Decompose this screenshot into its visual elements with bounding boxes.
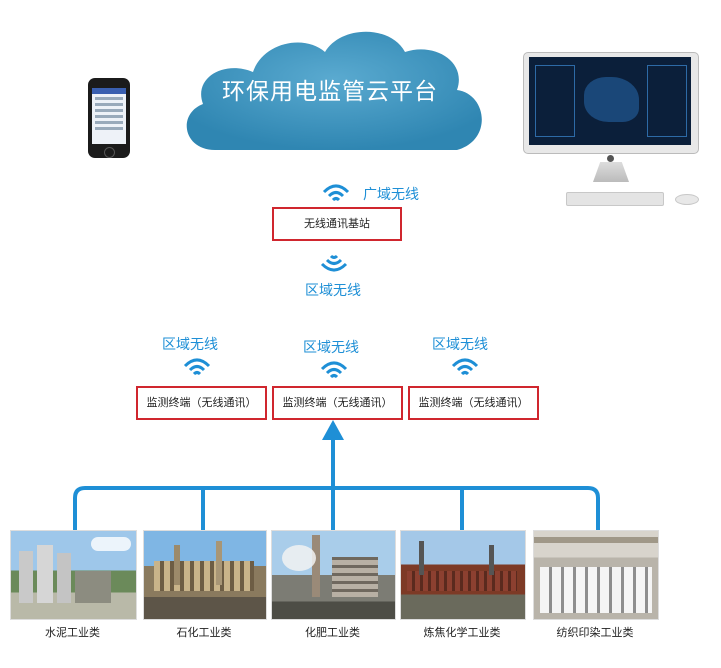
wifi-icon — [320, 361, 348, 379]
mouse-icon — [675, 194, 699, 205]
industry-caption: 炼焦化学工业类 — [423, 626, 501, 639]
desktop-monitor-icon — [523, 52, 699, 182]
smartphone-icon — [88, 78, 130, 158]
cloud-platform-title: 环保用电监管云平台 — [222, 79, 438, 105]
cloud-shape — [186, 31, 482, 151]
terminal-wireless-label: 区域无线 — [432, 337, 488, 353]
textile-mill-photo — [533, 530, 659, 620]
petrochemical-plant-photo — [143, 530, 267, 620]
fertilizer-plant-photo — [271, 530, 396, 620]
industry-caption: 石化工业类 — [176, 626, 232, 639]
cement-plant-photo — [10, 530, 137, 620]
industry-caption: 水泥工业类 — [45, 626, 100, 639]
wifi-icon — [322, 184, 350, 202]
terminal-wireless-label: 区域无线 — [162, 337, 218, 353]
industry-caption: 化肥工业类 — [305, 626, 360, 639]
wifi-icon — [451, 358, 479, 376]
coking-plant-photo — [400, 530, 526, 620]
wan-wireless-label: 广域无线 — [363, 187, 419, 203]
wifi-icon — [320, 254, 348, 272]
keyboard-icon — [566, 192, 664, 206]
monitoring-terminal-box: 监测终端（无线通讯） — [136, 386, 267, 420]
monitoring-terminal-box: 监测终端（无线通讯） — [408, 386, 539, 420]
terminal-wireless-label: 区域无线 — [303, 340, 359, 356]
industry-caption: 纺织印染工业类 — [556, 626, 634, 639]
base-station-box: 无线通讯基站 — [272, 207, 402, 241]
wifi-icon — [183, 358, 211, 376]
monitoring-terminal-box: 监测终端（无线通讯） — [272, 386, 403, 420]
lan-wireless-label: 区域无线 — [305, 283, 361, 299]
